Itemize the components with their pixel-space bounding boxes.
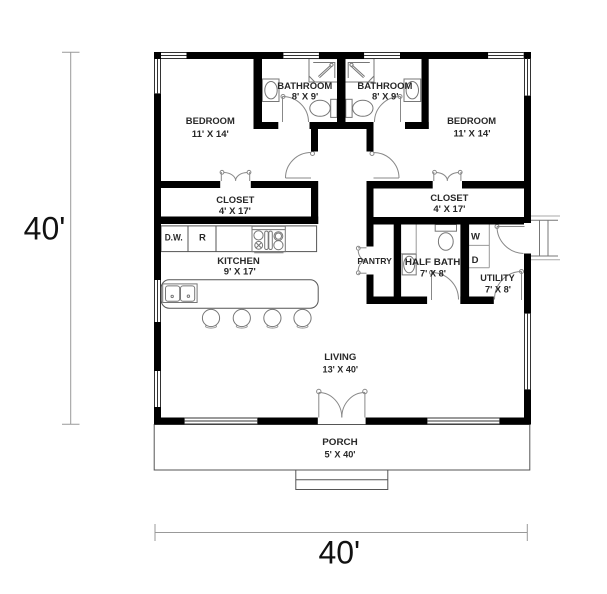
svg-text:11' X 14': 11' X 14' [454,129,491,140]
svg-text:BEDROOM: BEDROOM [186,116,235,127]
svg-text:4' X 17': 4' X 17' [433,204,465,215]
svg-text:7' X 8': 7' X 8' [420,269,446,280]
svg-text:9' X 17': 9' X 17' [224,267,256,278]
svg-text:HALF BATH: HALF BATH [405,257,461,268]
svg-text:7' X 8': 7' X 8' [485,285,511,296]
svg-text:LIVING: LIVING [324,352,356,363]
svg-text:PORCH: PORCH [322,437,358,448]
svg-text:40': 40' [24,211,66,247]
svg-text:KITCHEN: KITCHEN [217,256,260,267]
svg-text:UTILITY: UTILITY [480,273,515,284]
svg-text:CLOSET: CLOSET [430,193,468,204]
svg-text:BEDROOM: BEDROOM [447,116,496,127]
svg-text:40': 40' [318,535,360,571]
svg-text:D.W.: D.W. [165,233,183,244]
svg-text:13' X 40': 13' X 40' [323,365,359,376]
svg-text:D: D [472,255,479,266]
svg-text:BATHROOM: BATHROOM [277,81,332,92]
svg-text:5' X 40': 5' X 40' [325,450,356,461]
svg-text:11' X 14': 11' X 14' [192,129,229,140]
svg-text:BATHROOM: BATHROOM [357,81,412,92]
svg-text:W: W [471,232,480,243]
svg-text:4' X 17': 4' X 17' [219,206,251,217]
svg-text:PANTRY: PANTRY [357,256,392,266]
svg-text:R: R [199,233,206,244]
svg-text:8' X 9': 8' X 9' [372,92,399,103]
svg-text:8' X 9': 8' X 9' [292,92,319,103]
svg-text:CLOSET: CLOSET [216,195,254,206]
